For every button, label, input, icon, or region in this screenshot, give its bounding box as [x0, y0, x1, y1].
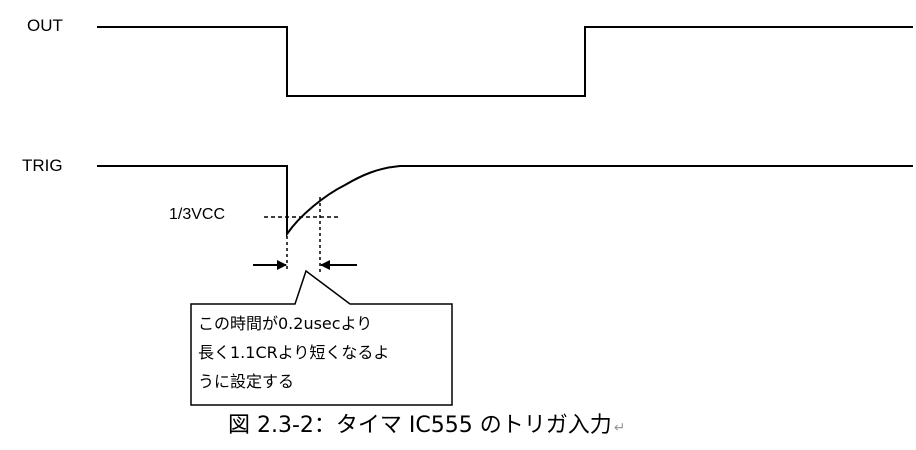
out-waveform — [97, 26, 913, 97]
callout-line-2: 長く1.1CRより短くなるよ — [198, 343, 390, 362]
out-signal-label: OUT — [27, 16, 63, 35]
threshold-label: 1/3VCC — [169, 206, 226, 223]
figure-caption: 図 2.3-2：タイマ IC555 のトリガ入力↵ — [228, 412, 625, 442]
callout-line-3: うに設定する — [198, 372, 295, 391]
trig-waveform — [97, 165, 913, 238]
callout-box — [190, 269, 453, 406]
callout-text: この時間が0.2usecより 長く1.1CRより短くなるよ うに設定する — [198, 309, 448, 396]
return-mark-icon: ↵ — [613, 420, 626, 436]
caption-text: 図 2.3-2：タイマ IC555 のトリガ入力 — [228, 413, 612, 438]
trig-signal-label: TRIG — [22, 156, 63, 175]
callout-line-1: この時間が0.2usecより — [198, 314, 373, 333]
